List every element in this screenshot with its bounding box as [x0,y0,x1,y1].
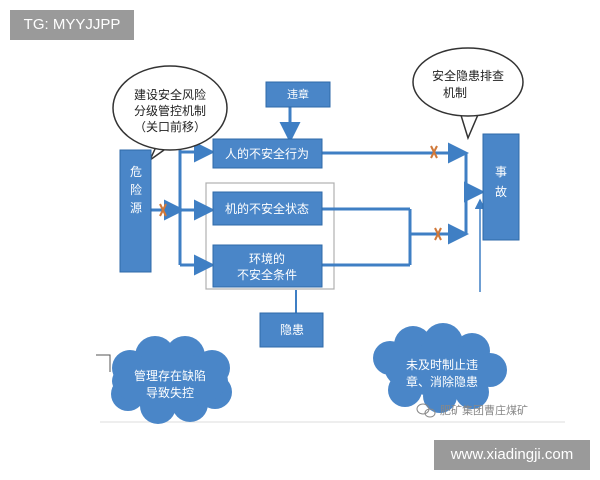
state-group-frame [205,182,335,290]
bubble-right-line-2: 机制 [443,86,467,100]
danger-source-char-2: 险 [130,182,142,197]
bubble-risk-control: 建设安全风险 分级管控机制 （关口前移） [112,65,228,163]
danger-source-char-1: 危 [130,165,142,179]
bubble-left-line-2: 分级管控机制 [134,103,206,118]
bubble-left-line-3: （关口前移） [134,119,206,134]
cross-mark-source [159,203,167,217]
cloud-right-line-2: 章、消除隐患 [406,374,478,389]
bottom-watermark: www.xiadingji.com [434,440,590,470]
box-unsafe-act: 人的不安全行为 [212,138,323,169]
break-marks [159,145,442,241]
box-danger-source: 危 险 源 [119,149,152,273]
bubble-right-line-1: 安全隐患排查 [432,68,504,83]
top-watermark: TG: MYYJJPP [10,10,134,40]
box-accident: 事 故 [482,133,520,241]
accident-char-2: 故 [495,184,507,199]
box-violation: 违章 [265,81,331,108]
cloud-left-line-2: 导致失控 [146,385,194,400]
cloud-not-stopped: 未及时制止违 章、消除隐患 [373,323,507,413]
cloud-management-defect: 管理存在缺陷 导致失控 [111,336,232,424]
cross-mark-state [434,227,442,241]
violation-label: 违章 [287,87,309,101]
unsafe-env-line-2: 不安全条件 [237,267,297,282]
unsafe-env-line-1: 环境的 [249,251,285,266]
unsafe-state-label: 机的不安全状态 [225,201,309,216]
left-cloud-tick [96,354,111,372]
box-hidden-danger: 隐患 [259,312,324,348]
box-unsafe-state: 机的不安全状态 [212,191,323,226]
wechat-icon [416,403,436,418]
cloud-left-line-1: 管理存在缺陷 [134,368,206,383]
bubble-left-line-1: 建设安全风险 [134,87,206,102]
source-caption-text: 肥矿集团曹庄煤矿 [440,403,528,417]
danger-source-char-3: 源 [130,201,142,215]
box-unsafe-env: 环境的 不安全条件 [212,244,323,288]
cross-mark-act [430,145,438,159]
bubble-hazard-check: 安全隐患排查 机制 [412,47,524,141]
source-caption: 肥矿集团曹庄煤矿 [416,403,528,418]
cloud-right-line-1: 未及时制止违 [406,358,478,372]
hidden-danger-label: 隐患 [280,323,304,337]
accident-char-1: 事 [495,165,507,179]
unsafe-act-label: 人的不安全行为 [225,146,309,161]
